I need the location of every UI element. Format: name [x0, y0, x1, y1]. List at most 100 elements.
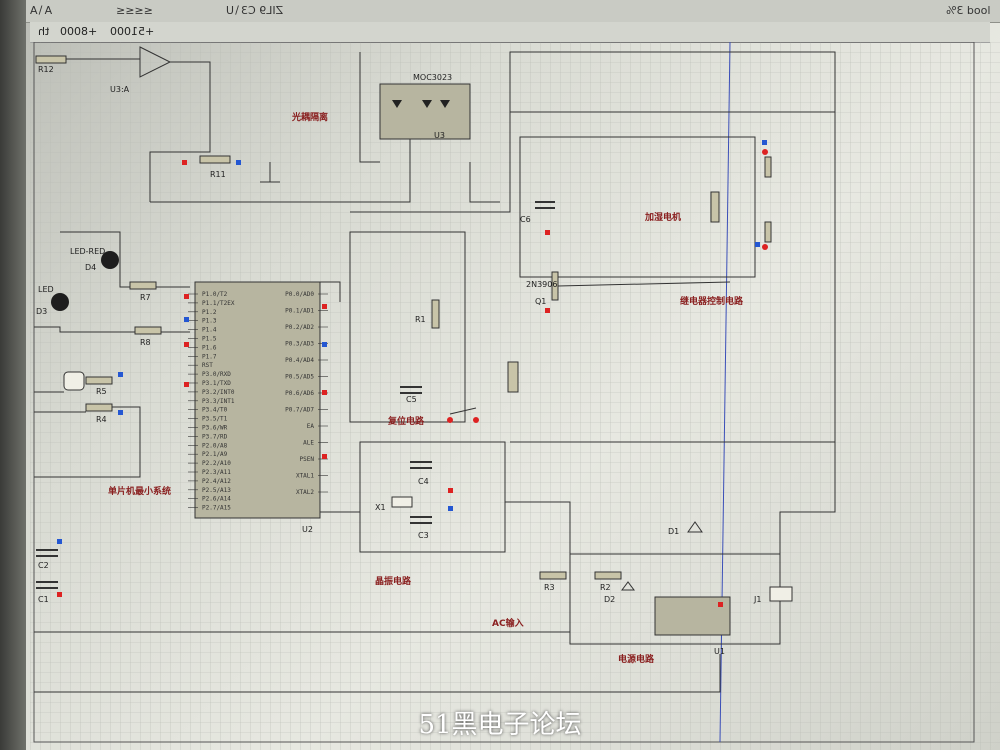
r4-label: R4 [96, 415, 107, 424]
r1-resistor[interactable]: R1 [415, 299, 440, 329]
u2-pin-label: P3.0/RXD [202, 371, 231, 378]
watermark: 51黑电子论坛 [418, 710, 582, 740]
u2-pin-label: P1.3 [202, 318, 217, 325]
c5-label: C5 [406, 395, 417, 404]
j1-label: J1 [753, 595, 761, 604]
schematic-canvas[interactable]: R12 U3:A R11 MOC3023 [30, 41, 1000, 750]
u2-pin-label: P3.3/INT1 [202, 398, 235, 405]
d1-label: D1 [668, 527, 679, 536]
j1-connector[interactable]: J1 [753, 586, 793, 604]
c6-capacitor[interactable]: C6 [520, 201, 555, 224]
c3-capacitor[interactable]: C3 [410, 516, 432, 540]
coord-unit: th [38, 25, 50, 38]
c4-label: C4 [418, 477, 429, 486]
u2-pin-label: P3.1/TXD [202, 380, 231, 387]
r3-label: R3 [544, 583, 555, 592]
r9-motor-resistor[interactable] [710, 191, 720, 223]
u2-left-pins: P1.0/T2P1.1/T2EXP1.2P1.3P1.4P1.5P1.6P1.7… [188, 291, 235, 512]
r2-label: R2 [600, 583, 611, 592]
u1-label: U1 [714, 647, 725, 656]
c2-capacitor[interactable]: C2 [36, 549, 58, 570]
u3a-label: U3:A [110, 85, 130, 94]
r11-label: R11 [210, 170, 226, 179]
d2-diode[interactable]: D2 [604, 581, 635, 604]
r2-resistor[interactable]: R2 [594, 571, 622, 592]
note-reset: 复位电路 [387, 415, 425, 427]
u2-pin-label: P2.1/A9 [202, 451, 228, 458]
u2-pin-label: P2.3/A11 [202, 469, 231, 476]
d4-led[interactable]: D4 LED-RED [70, 247, 119, 272]
d1-diode[interactable]: D1 [668, 521, 703, 536]
r5-resistor[interactable]: R5 [85, 376, 113, 396]
u2-pin-label: P1.7 [202, 353, 217, 360]
r3-resistor[interactable]: R3 [539, 571, 567, 592]
schematic-svg[interactable]: R12 U3:A R11 MOC3023 [30, 41, 1000, 750]
zoom-label[interactable]: lood 3% [946, 4, 991, 17]
r12-label: R12 [38, 65, 54, 74]
r7-resistor[interactable]: R7 [129, 281, 157, 302]
u2-pin-label: P1.1/T2EX [202, 300, 235, 307]
r7-label: R7 [140, 293, 151, 302]
title-bar: A∖A ≤≤≤≤ ZIL9 C3∖U lood 3% [26, 0, 1000, 23]
u2-pin-label: P0.5/AD5 [285, 374, 314, 381]
reset-button[interactable] [447, 407, 479, 423]
d3-led[interactable]: D3 LED [36, 285, 69, 316]
r8-resistor[interactable]: R8 [134, 326, 162, 347]
u3-part-label: MOC3023 [413, 73, 452, 82]
d3-part-label: LED [38, 285, 54, 294]
relay-switch[interactable] [762, 149, 772, 250]
u2-pin-label: P1.0/T2 [202, 291, 228, 298]
u1-regulator[interactable]: U1 [654, 596, 731, 656]
u2-pin-label: P2.4/A12 [202, 478, 231, 485]
note-motor: 加湿电机 [644, 211, 681, 223]
u2-pin-label: EA [307, 423, 315, 430]
x1-label: X1 [375, 503, 386, 512]
r11-potentiometer[interactable]: R11 [182, 155, 241, 179]
u2-pin-label: P2.2/A10 [202, 460, 231, 467]
u2-pin-label: P0.2/AD2 [285, 324, 314, 331]
q1-transistor[interactable]: 2N3906 Q1 [526, 271, 731, 306]
note-power: 电源电路 [618, 653, 655, 665]
u2-pin-label: RST [202, 362, 213, 369]
u2-pin-label: P2.0/A8 [202, 442, 228, 449]
u2-pin-label: P0.7/AD7 [285, 407, 314, 414]
hand-button[interactable] [63, 371, 85, 391]
c4-capacitor[interactable]: C4 [410, 461, 432, 486]
u3-optocoupler[interactable]: MOC3023 U3 [379, 73, 471, 140]
u2-pin-label: P3.4/T0 [202, 407, 228, 414]
q1-part-label: 2N3906 [526, 280, 557, 289]
monitor-bezel [0, 0, 26, 750]
c2-label: C2 [38, 561, 49, 570]
c5-capacitor[interactable]: C5 [400, 386, 422, 404]
u2-microcontroller[interactable]: U2 P1.0/T2P1.1/T2EXP1.2P1.3P1.4P1.5P1.6P… [188, 281, 328, 534]
d2-label: D2 [604, 595, 615, 604]
d4-part-label: LED-RED [70, 247, 105, 256]
u3a-opamp[interactable]: U3:A [110, 46, 172, 94]
grid-background [30, 42, 1000, 750]
x1-crystal[interactable]: X1 [375, 496, 413, 512]
note-ac: AC输入 [492, 617, 524, 629]
u2-pin-label: P1.2 [202, 309, 217, 316]
coord-x: +8000 [60, 25, 98, 38]
pin-markers [57, 140, 767, 607]
r5-label: R5 [96, 387, 107, 396]
note-crystal: 晶振电路 [375, 575, 412, 587]
u3-label: U3 [434, 131, 445, 140]
note-mcu-min: 单片机最小系统 [108, 485, 171, 497]
note-optocoupler: 光耦隔离 [291, 111, 328, 123]
u2-pin-label: P0.1/AD1 [285, 308, 314, 315]
u2-pin-label: P3.7/RD [202, 433, 228, 440]
c1-capacitor[interactable]: C1 [36, 581, 58, 604]
u2-pin-label: P3.5/T1 [202, 416, 228, 423]
q1-label: Q1 [535, 297, 546, 306]
c3-label: C3 [418, 531, 429, 540]
document-tab[interactable]: ZIL9 C3∖U [226, 4, 284, 17]
u2-pin-label: P2.7/A15 [202, 505, 231, 512]
c6-label: C6 [520, 215, 531, 224]
u2-pin-label: XTAL1 [296, 473, 314, 480]
u2-pin-label: P0.0/AD0 [285, 291, 314, 298]
u2-pin-label: P3.2/INT0 [202, 389, 235, 396]
r6-resistor[interactable] [507, 361, 519, 393]
u2-pin-label: P1.5 [202, 336, 217, 343]
